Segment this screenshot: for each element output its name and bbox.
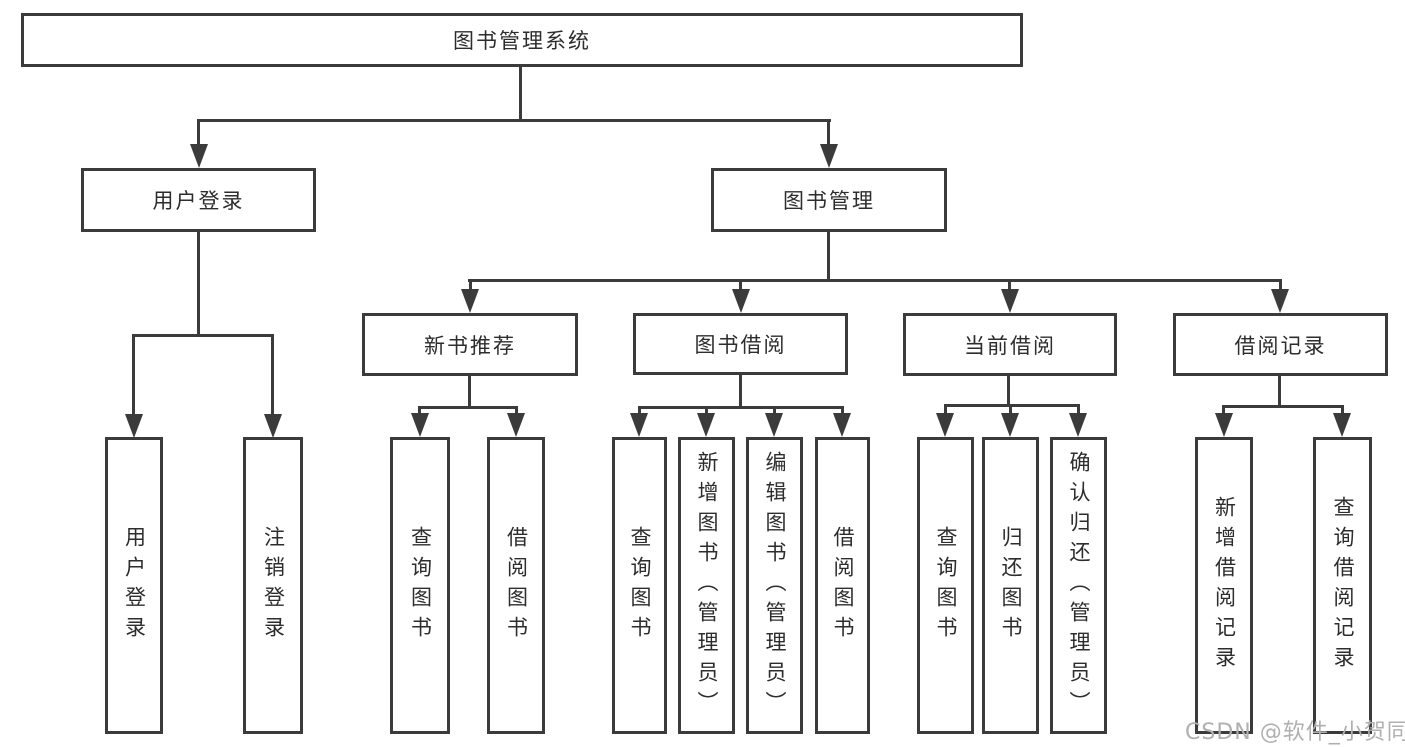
leaf-record-add: 新增借阅记录	[1195, 437, 1253, 734]
leaf-record-query: 查询借阅记录	[1313, 437, 1372, 734]
connector-current-stem-3	[1077, 404, 1080, 416]
arrowhead-leaf-user-login	[125, 414, 143, 438]
leaf-newbook-query-label: 查询图书	[408, 525, 433, 646]
arrowhead-leaf-logout	[264, 414, 282, 438]
leaf-borrow-add-admin-label: 新增图书︵管理员︶	[695, 450, 719, 721]
leaf-borrow-borrow: 借阅图书	[815, 437, 870, 734]
node-new-book-recommend-label: 新书推荐	[424, 333, 516, 358]
leaf-newbook-borrow-label: 借阅图书	[504, 525, 529, 646]
arrowhead-borrow-edit	[765, 413, 783, 437]
connector-newbook-stem-2	[515, 406, 518, 416]
connector-root-stem-left	[197, 119, 200, 147]
leaf-user-login: 用户登录	[105, 437, 163, 734]
leaf-current-return-label: 归还图书	[999, 525, 1023, 646]
leaf-borrow-query: 查询图书	[612, 437, 667, 734]
node-root-label: 图书管理系统	[453, 29, 591, 53]
leaf-newbook-query: 查询图书	[390, 437, 450, 734]
connector-root-bar	[197, 119, 831, 122]
node-book-management-label: 图书管理	[783, 189, 875, 213]
leaf-record-add-label: 新增借阅记录	[1212, 495, 1237, 676]
connector-root-trunk	[519, 66, 522, 122]
node-book-borrow-label: 图书借阅	[694, 333, 787, 357]
node-user-login: 用户登录	[81, 168, 316, 232]
leaf-borrow-query-label: 查询图书	[628, 525, 652, 646]
connector-borrow-stem-1	[638, 406, 641, 416]
connector-borrow-stem-4	[841, 406, 844, 416]
connector-borrow-stem-2	[705, 406, 708, 416]
arrowhead-current-borrow	[1001, 289, 1019, 313]
connector-records-stem-2	[1341, 405, 1344, 416]
connector-mgmt-bar	[468, 279, 1282, 282]
arrowhead-borrow-add	[697, 413, 715, 437]
connector-userlogin-stem-2	[271, 334, 274, 416]
arrowhead-borrow-borrow	[833, 413, 851, 437]
arrowhead-current-query	[936, 413, 954, 437]
leaf-current-confirm-admin-label: 确认归还︵管理员︶	[1067, 450, 1091, 721]
leaf-logout-label: 注销登录	[261, 525, 286, 646]
leaf-current-query: 查询图书	[917, 437, 974, 734]
arrowhead-book-management	[820, 144, 838, 168]
leaf-borrow-edit-admin-label: 编辑图书︵管理员︶	[763, 450, 787, 721]
node-user-login-label: 用户登录	[152, 189, 245, 213]
arrowhead-current-confirm	[1069, 413, 1087, 437]
connector-current-stem-1	[944, 404, 947, 416]
leaf-newbook-borrow: 借阅图书	[487, 437, 545, 734]
node-new-book-recommend: 新书推荐	[362, 313, 578, 376]
arrowhead-current-return	[1001, 413, 1019, 437]
connector-mgmt-stem-2	[739, 279, 742, 293]
leaf-borrow-add-admin: 新增图书︵管理员︶	[678, 437, 735, 734]
connector-current-stem-2	[1009, 404, 1012, 416]
node-book-borrow: 图书借阅	[633, 313, 848, 375]
connector-newbook-bar	[418, 406, 518, 409]
connector-current-bar	[944, 404, 1080, 407]
arrowhead-record-add	[1215, 413, 1233, 437]
node-root: 图书管理系统	[21, 13, 1023, 67]
node-current-borrow-label: 当前借阅	[964, 333, 1056, 358]
connector-newbook-trunk	[468, 375, 471, 409]
connector-borrow-stem-3	[773, 406, 776, 416]
leaf-record-query-label: 查询借阅记录	[1331, 495, 1355, 676]
connector-mgmt-trunk	[827, 230, 830, 282]
connector-borrow-trunk	[739, 374, 742, 409]
connector-mgmt-stem-1	[469, 279, 472, 293]
arrowhead-borrow-records	[1271, 289, 1289, 313]
leaf-borrow-borrow-label: 借阅图书	[831, 525, 855, 646]
leaf-current-return: 归还图书	[982, 437, 1039, 734]
connector-borrow-bar	[638, 406, 844, 409]
arrowhead-record-query	[1333, 413, 1351, 437]
arrowhead-book-borrow	[732, 289, 750, 313]
node-borrow-records-label: 借阅记录	[1234, 333, 1327, 358]
connector-userlogin-stem-1	[132, 334, 135, 416]
leaf-logout: 注销登录	[243, 437, 303, 734]
connector-records-stem-1	[1222, 405, 1225, 416]
arrowhead-newbook-query	[411, 413, 429, 437]
connector-mgmt-stem-3	[1008, 279, 1011, 293]
node-borrow-records: 借阅记录	[1173, 313, 1388, 376]
arrowhead-new-book-recommend	[461, 289, 479, 313]
connector-userlogin-trunk	[197, 230, 200, 337]
csdn-watermark: CSDN @软件_小贺同学	[1185, 720, 1405, 745]
arrowhead-borrow-query	[630, 413, 648, 437]
connector-userlogin-bar	[132, 334, 274, 337]
connector-mgmt-stem-4	[1279, 279, 1282, 293]
connector-records-trunk	[1278, 375, 1281, 408]
connector-root-stem-right	[827, 119, 830, 147]
arrowhead-newbook-borrow	[507, 413, 525, 437]
node-current-borrow: 当前借阅	[903, 313, 1117, 376]
arrowhead-user-login	[190, 144, 208, 168]
leaf-current-confirm-admin: 确认归还︵管理员︶	[1050, 437, 1107, 734]
leaf-borrow-edit-admin: 编辑图书︵管理员︶	[746, 437, 803, 734]
leaf-user-login-label: 用户登录	[122, 525, 147, 646]
connector-records-bar	[1222, 405, 1344, 408]
leaf-current-query-label: 查询图书	[934, 525, 958, 646]
node-book-management: 图书管理	[711, 168, 947, 232]
connector-newbook-stem-1	[418, 406, 421, 416]
connector-current-trunk	[1007, 375, 1010, 407]
